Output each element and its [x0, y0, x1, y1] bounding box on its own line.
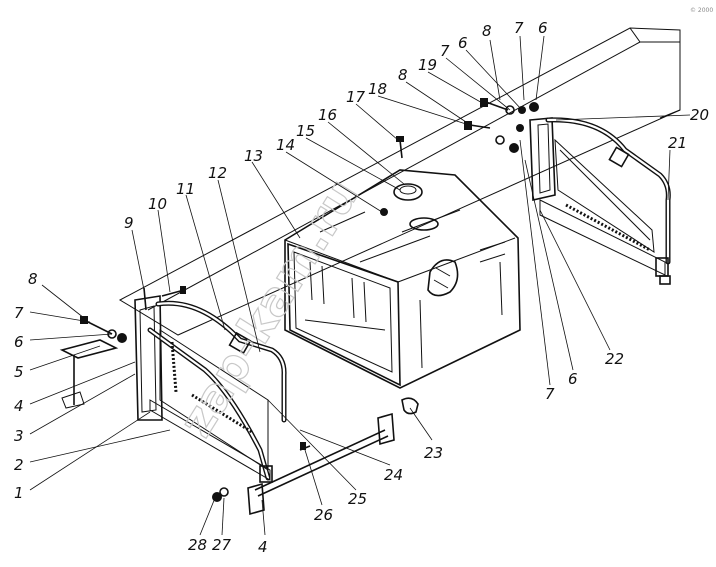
callout-27: 27: [212, 536, 232, 554]
callout-7-upper: 7: [514, 19, 524, 37]
callout-14: 14: [276, 136, 295, 154]
callout-1: 1: [14, 484, 24, 502]
callout-17: 17: [346, 88, 366, 106]
callout-19: 19: [418, 56, 437, 74]
corner-mark: © 2000: [690, 7, 713, 14]
callout-18: 18: [368, 80, 387, 98]
callout-4: 4: [14, 397, 24, 415]
callout-5: 5: [14, 363, 24, 381]
filler-neck: [380, 183, 423, 216]
callout-4-bottom: 4: [258, 538, 268, 556]
callout-24: 24: [384, 466, 403, 484]
callout-8-top: 8: [398, 66, 408, 84]
top-fasteners: [396, 98, 539, 159]
callout-12: 12: [208, 164, 227, 182]
callout-20: 20: [690, 106, 709, 124]
support-bar: [247, 397, 419, 516]
callout-3: 3: [14, 427, 24, 445]
left-bracket: [134, 295, 287, 483]
callout-16: 16: [318, 106, 337, 124]
callout-8: 8: [28, 270, 38, 288]
fuel-tank: [284, 169, 521, 389]
callout-9: 9: [124, 214, 134, 232]
leader-lines: [29, 35, 691, 536]
right-bracket: [529, 117, 671, 285]
callout-6-upper: 6: [538, 19, 548, 37]
callout-10: 10: [148, 195, 167, 213]
callout-7: 7: [14, 304, 24, 322]
left-fasteners: [80, 286, 186, 343]
callout-23: 23: [424, 444, 443, 462]
callout-7-top: 7: [440, 42, 450, 60]
callout-2: 2: [14, 456, 24, 474]
callout-6-right: 6: [568, 370, 578, 388]
callout-13: 13: [244, 147, 263, 165]
callout-6: 6: [14, 333, 24, 351]
callout-25: 25: [348, 490, 367, 508]
callout-11: 11: [176, 180, 195, 198]
callout-15: 15: [296, 122, 315, 140]
small-bracket: [59, 339, 119, 409]
callouts: 1 2 3 4 5 6 7 8 9 10 11 12 13 14 15 16 1…: [14, 19, 709, 556]
fuel-sender: [409, 217, 459, 297]
callout-8-upper: 8: [482, 22, 492, 40]
callout-6-top: 6: [458, 34, 468, 52]
callout-22: 22: [605, 350, 624, 368]
callout-26: 26: [314, 506, 333, 524]
callout-21: 21: [668, 134, 687, 152]
callout-7-right: 7: [545, 385, 555, 403]
callout-28: 28: [188, 536, 207, 554]
